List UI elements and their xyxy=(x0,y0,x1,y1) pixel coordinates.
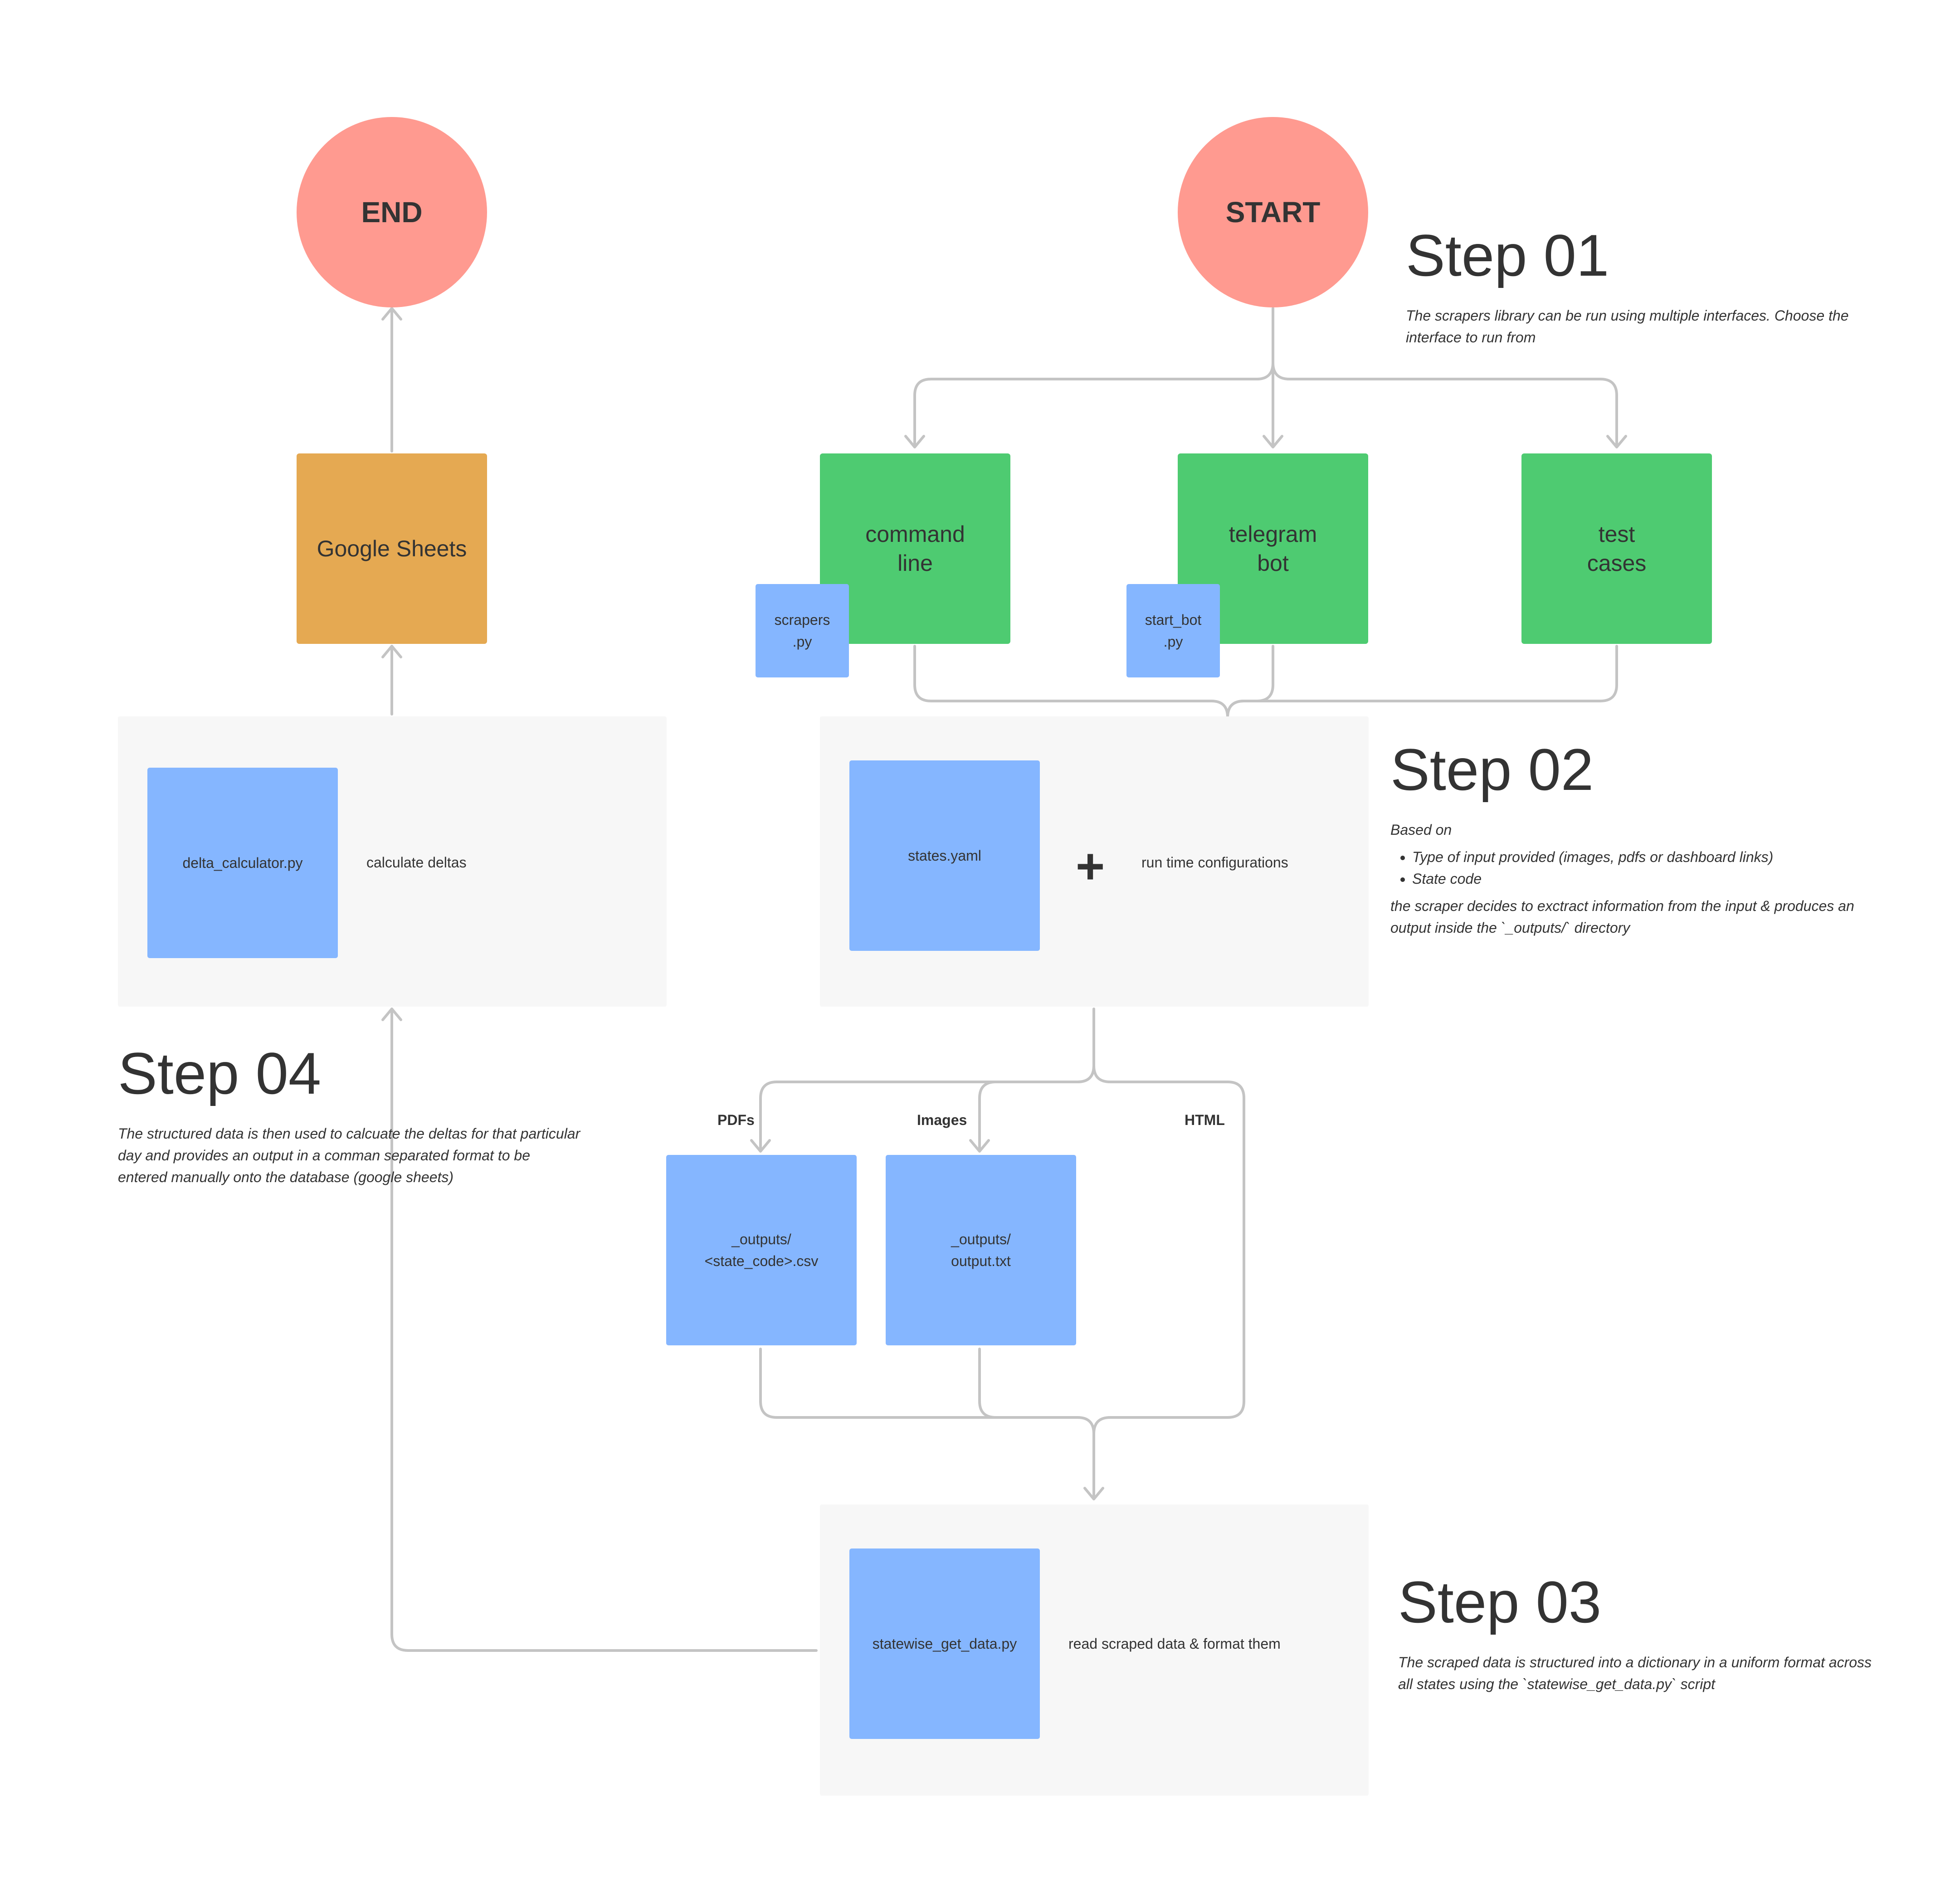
html-label: HTML xyxy=(1185,1112,1225,1128)
plus-sign: + xyxy=(1076,838,1105,894)
end-node: END xyxy=(297,117,487,307)
step02-conclusion: the scraper decides to exctract informat… xyxy=(1390,898,1854,936)
delta-calculator-file: delta_calculator.py xyxy=(147,768,338,958)
connector-step02-to-pdfs xyxy=(759,1008,1095,1152)
step02-description: Based on Type of input provided (images,… xyxy=(1390,819,1871,939)
step02-bullet: State code xyxy=(1412,868,1871,890)
connector-telegram-merge xyxy=(1226,645,1274,719)
calculate-deltas-label: calculate deltas xyxy=(366,854,467,871)
step02-title: Step 02 xyxy=(1390,736,1594,803)
arrowhead-command-line xyxy=(904,435,925,448)
connector-step03-to-step04 xyxy=(390,1008,818,1652)
arrowhead-sheets xyxy=(381,645,402,658)
arrowhead-test-cases xyxy=(1606,435,1627,448)
runtime-config-label: run time configurations xyxy=(1141,854,1288,871)
command-line-node: command line xyxy=(820,453,1010,644)
connector-step02-to-images xyxy=(978,1064,1095,1152)
step01-description: The scrapers library can be run using mu… xyxy=(1406,307,1849,346)
step02-bullet: Type of input provided (images, pdfs or … xyxy=(1412,846,1871,868)
step02-bullet-list: Type of input provided (images, pdfs or … xyxy=(1390,846,1871,890)
step04-title: Step 04 xyxy=(118,1040,322,1106)
txt-output-file: _outputs/ output.txt xyxy=(886,1155,1076,1345)
connector-start-to-test-cases xyxy=(1272,361,1618,448)
arrowhead-telegram-bot xyxy=(1263,435,1283,448)
start-bot-py-file: start_bot .py xyxy=(1126,584,1220,677)
arrowhead-pdfs xyxy=(750,1139,771,1153)
statewise-get-data-file: statewise_get_data.py xyxy=(849,1548,1040,1739)
connector-start-to-command-line xyxy=(913,307,1274,448)
start-node: START xyxy=(1178,117,1368,307)
connector-test-cases-merge xyxy=(1226,645,1618,719)
arrowhead-end xyxy=(381,307,402,321)
connector-command-line-merge xyxy=(913,645,1229,847)
step03-title: Step 03 xyxy=(1398,1569,1602,1635)
step03-description: The scraped data is structured into a di… xyxy=(1398,1654,1872,1692)
csv-output-file: _outputs/ <state_code>.csv xyxy=(666,1155,857,1345)
arrowhead-step03 xyxy=(1083,1487,1104,1500)
step02-based-on: Based on xyxy=(1390,822,1452,838)
step04-description: The structured data is then used to calc… xyxy=(118,1125,580,1185)
step01-title: Step 01 xyxy=(1406,222,1609,288)
google-sheets-node: Google Sheets xyxy=(297,453,487,644)
scrapers-py-file: scrapers .py xyxy=(756,584,849,677)
connector-txt-merge xyxy=(978,1348,997,1419)
connector-csv-merge xyxy=(759,1348,1095,1500)
states-yaml-file: states.yaml xyxy=(849,760,1040,951)
connector-step02-to-html xyxy=(1092,1064,1245,1435)
test-cases-node: test cases xyxy=(1521,453,1712,644)
arrowhead-step04 xyxy=(381,1008,402,1021)
images-label: Images xyxy=(917,1112,967,1128)
read-scraped-data-label: read scraped data & format them xyxy=(1068,1636,1281,1652)
arrowhead-images xyxy=(969,1139,990,1153)
pdfs-label: PDFs xyxy=(717,1112,755,1128)
